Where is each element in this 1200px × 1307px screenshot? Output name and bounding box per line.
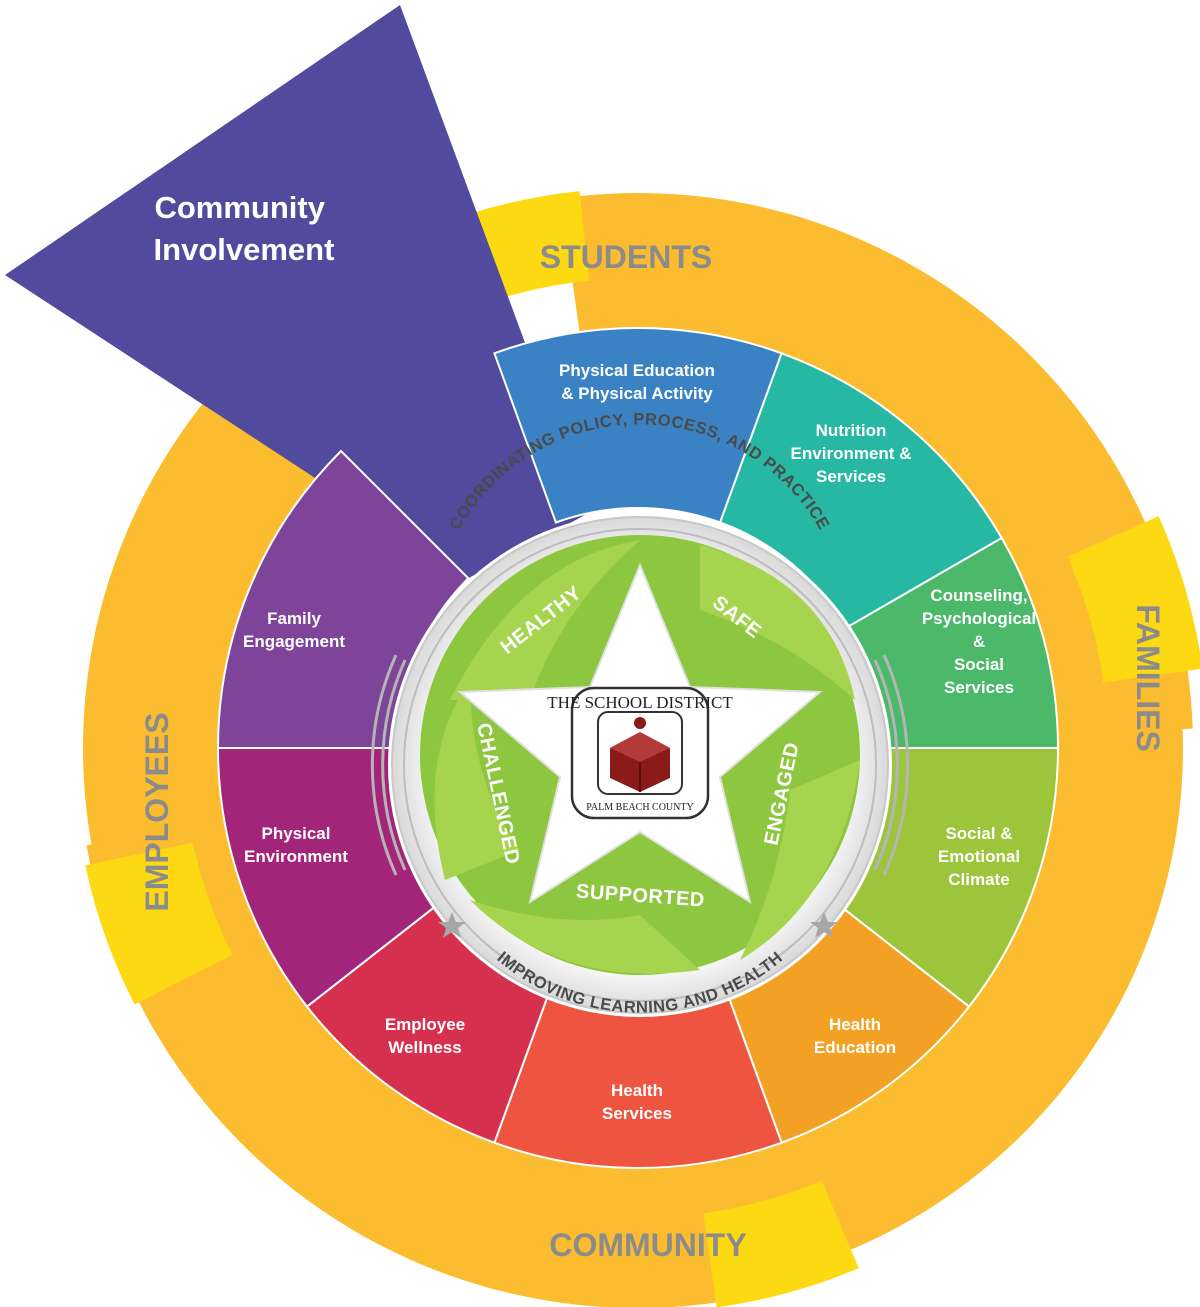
logo-top-text: THE SCHOOL DISTRICT <box>547 693 733 712</box>
star-icon-left <box>438 912 466 938</box>
segment-nutrition <box>718 352 1004 630</box>
label-employees: EMPLOYEES <box>139 712 175 911</box>
ring-families <box>691 672 1183 1288</box>
flag-community <box>703 1180 859 1307</box>
label-students: STUDENTS <box>540 239 712 275</box>
label-families: FAMILIES <box>1130 604 1166 752</box>
logo-bottom-text: PALM BEACH COUNTY <box>586 802 693 813</box>
segment-pe <box>493 326 783 524</box>
ring-community <box>86 817 774 1307</box>
ring-students <box>560 192 1193 735</box>
component-segments: Physical Education& Physical ActivityNut… <box>216 326 1060 1170</box>
district-logo: THE SCHOOL DISTRICT PALM BEACH COUNTY <box>547 686 733 820</box>
label-community: COMMUNITY <box>549 1227 746 1263</box>
flag-families <box>1067 516 1200 683</box>
logo-person-head <box>634 717 646 729</box>
star-icon-right <box>810 912 838 938</box>
community-involvement-wedge <box>5 5 589 579</box>
community-involvement-label: Community Involvement <box>154 190 335 267</box>
segment-label-pe: Physical Education& Physical Activity <box>559 361 715 403</box>
flag-employees <box>85 842 233 1005</box>
